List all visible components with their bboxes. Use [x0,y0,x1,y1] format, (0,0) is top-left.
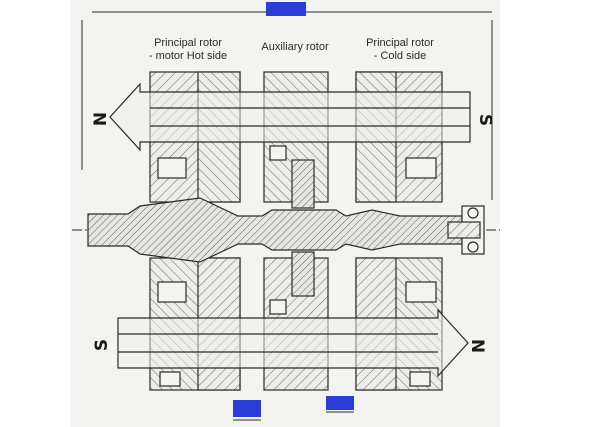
top-magnet-bar [109,82,471,152]
bottom-dimension-lines [233,411,354,421]
blue-marker-top [266,2,306,16]
pole-top-left: N [91,112,111,126]
blue-marker-bottom-right [326,396,354,410]
pole-bottom-left: S [92,339,112,351]
bottom-magnet-bar [117,308,469,378]
central-shaft [87,197,485,263]
label-auxiliary: Auxiliary rotor [261,41,329,53]
label-principal-hot-line1: Principal rotor [154,37,222,49]
pole-bottom-right: N [467,339,487,353]
label-principal-cold-line2: - Cold side [374,50,427,62]
label-principal-cold-line1: Principal rotor [366,37,434,49]
label-principal-hot-line2: - motor Hot side [149,50,227,62]
pole-top-right: S [475,114,495,126]
blue-marker-bottom-left [233,400,261,417]
